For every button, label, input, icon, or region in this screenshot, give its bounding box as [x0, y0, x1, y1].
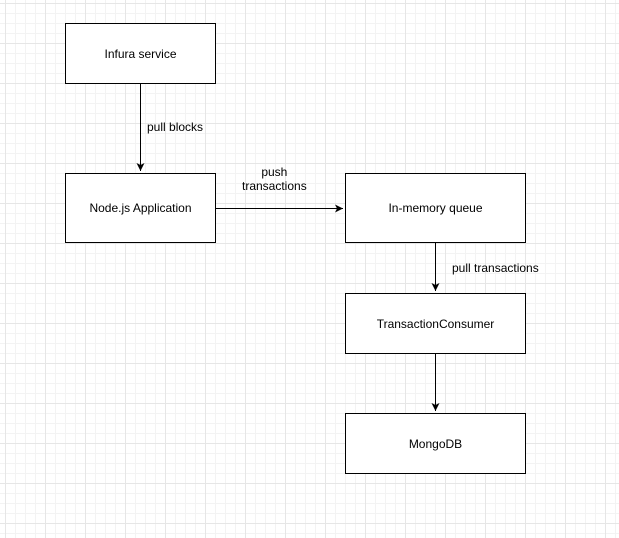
node-nodejs-application-label: Node.js Application [89, 201, 192, 215]
node-in-memory-queue[interactable]: In-memory queue [345, 173, 526, 243]
node-transaction-consumer[interactable]: TransactionConsumer [345, 293, 526, 354]
node-in-memory-queue-label: In-memory queue [388, 201, 483, 215]
edge-label-pull-blocks: pull blocks [147, 120, 204, 134]
edge-label-push-line1: push [261, 165, 288, 179]
node-transaction-consumer-label: TransactionConsumer [376, 316, 495, 331]
node-mongodb[interactable]: MongoDB [345, 413, 526, 474]
edge-label-push-transactions: push transactions [242, 165, 307, 193]
edge-label-pull-transactions: pull transactions [452, 261, 539, 275]
node-mongodb-label: MongoDB [408, 436, 463, 451]
edge-label-push-line2: transactions [242, 179, 307, 193]
node-nodejs-application[interactable]: Node.js Application [65, 173, 216, 243]
node-infura-service-label: Infura service [104, 46, 177, 61]
node-infura-service[interactable]: Infura service [65, 23, 216, 84]
